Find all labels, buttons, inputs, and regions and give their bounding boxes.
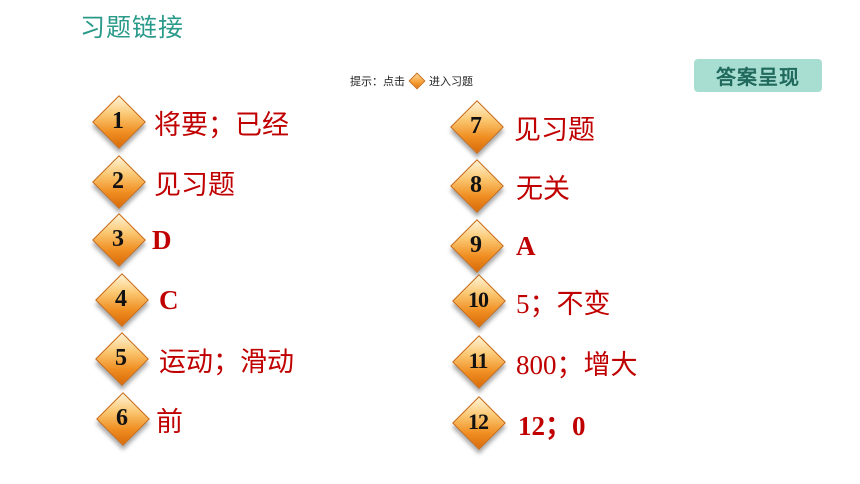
exercise-answer: 将要；已经 — [154, 109, 289, 140]
diamond-badge[interactable]: 10 — [452, 274, 506, 328]
exercise-number: 12 — [468, 409, 489, 434]
exercise-answer: 无关 — [516, 173, 570, 204]
answer-reveal-button[interactable]: 答案呈现 — [694, 59, 822, 92]
exercise-answer: A — [516, 230, 536, 261]
page-title: 习题链接 — [80, 13, 185, 42]
exercise-number: 3 — [112, 225, 124, 252]
diamond-badge[interactable]: 5 — [95, 332, 149, 386]
exercise-number: 6 — [116, 404, 128, 431]
exercise-number: 7 — [470, 112, 482, 139]
exercise-item-9[interactable]: 9 A — [450, 219, 536, 273]
diamond-badge[interactable]: 3 — [92, 213, 146, 267]
diamond-badge[interactable]: 4 — [95, 273, 149, 327]
exercise-item-5[interactable]: 5 运动；滑动 — [95, 332, 294, 386]
hint-prefix: 提示：点击 — [350, 75, 405, 88]
exercise-answer: 见习题 — [154, 169, 235, 200]
exercise-item-7[interactable]: 7 见习题 — [450, 100, 595, 154]
exercise-item-2[interactable]: 2 见习题 — [92, 155, 235, 209]
exercise-item-3[interactable]: 3 D — [92, 213, 172, 267]
diamond-badge[interactable]: 2 — [92, 155, 146, 209]
exercise-number: 2 — [112, 167, 124, 194]
exercise-answer: 运动；滑动 — [159, 346, 294, 377]
exercise-number: 10 — [468, 287, 489, 312]
diamond-badge[interactable]: 9 — [450, 219, 504, 273]
exercise-number: 8 — [470, 171, 482, 198]
exercise-answer: 800；增大 — [516, 349, 638, 380]
exercise-number: 1 — [112, 107, 124, 134]
diamond-badge[interactable]: 11 — [452, 335, 506, 389]
diamond-badge[interactable]: 12 — [452, 396, 506, 450]
exercise-answer: 前 — [156, 406, 183, 437]
exercise-item-1[interactable]: 1 将要；已经 — [92, 95, 289, 149]
exercise-number: 4 — [115, 285, 127, 312]
exercise-number: 9 — [470, 231, 482, 258]
diamond-badge[interactable]: 1 — [92, 95, 146, 149]
exercise-number: 11 — [468, 348, 489, 373]
diamond-badge[interactable]: 7 — [450, 100, 504, 154]
exercise-item-11[interactable]: 11 800；增大 — [452, 335, 638, 389]
exercise-answer: 见习题 — [514, 114, 595, 145]
exercise-answer: 12；0 — [518, 410, 586, 441]
exercise-item-12[interactable]: 12 12；0 — [452, 396, 586, 450]
exercise-number: 5 — [115, 344, 127, 371]
diamond-badge[interactable]: 8 — [450, 159, 504, 213]
exercise-answer: D — [152, 224, 172, 255]
diamond-icon — [408, 72, 426, 90]
diamond-badge[interactable]: 6 — [96, 392, 150, 446]
exercise-item-8[interactable]: 8 无关 — [450, 159, 570, 213]
hint: 提示：点击 进入习题 — [350, 72, 473, 90]
exercise-item-6[interactable]: 6 前 — [96, 392, 183, 446]
exercise-item-10[interactable]: 10 5；不变 — [452, 274, 611, 328]
exercise-answer: C — [159, 284, 179, 315]
exercise-answer: 5；不变 — [516, 288, 611, 319]
exercise-item-4[interactable]: 4 C — [95, 273, 179, 327]
hint-suffix: 进入习题 — [429, 75, 473, 88]
